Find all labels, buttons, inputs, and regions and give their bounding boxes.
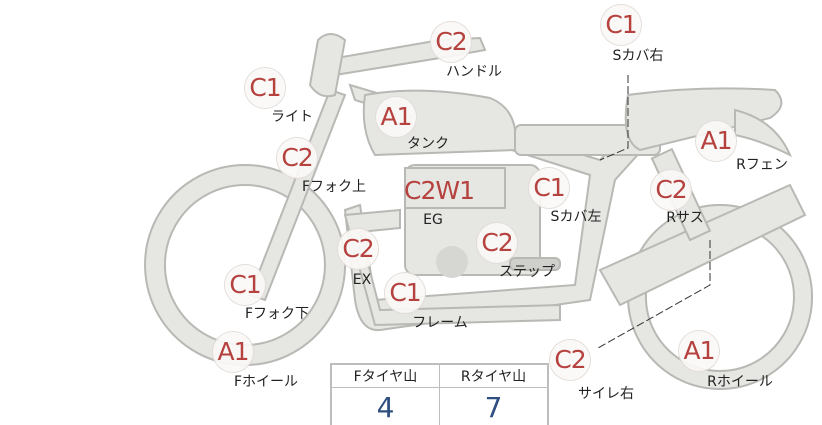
- label-frame: フレーム: [412, 315, 468, 331]
- value-r-tire: 7: [439, 387, 549, 425]
- label-f-fork-lower: Fフォク下: [244, 306, 310, 322]
- grade-badge-engine: C2W1: [404, 176, 475, 205]
- label-f-wheel: Fホイール: [233, 374, 299, 390]
- grade-badge-frame: C1: [385, 273, 425, 313]
- header-f-tire: Fタイヤ山: [330, 363, 440, 388]
- grade-badge-s-cover-left: C1: [529, 168, 569, 208]
- grade-badge-r-wheel: A1: [679, 331, 719, 371]
- label-r-suspension: Rサス: [666, 210, 704, 226]
- step-bar: [509, 257, 561, 271]
- grade-badge-s-cover-right: C1: [601, 5, 641, 45]
- label-handle: ハンドル: [446, 64, 502, 80]
- grade-badge-handle: C2: [431, 22, 471, 62]
- label-f-fork-upper: Fフォク上: [301, 179, 367, 195]
- front-fork: [248, 88, 347, 302]
- label-engine: EG: [423, 212, 443, 228]
- grade-badge-f-fork-lower: C1: [225, 265, 265, 305]
- label-s-cover-right: Sカバ右: [612, 48, 664, 64]
- grade-badge-light: C1: [245, 68, 285, 108]
- grade-badge-r-suspension: C2: [651, 170, 691, 210]
- grade-badge-f-fork-upper: C2: [277, 138, 317, 178]
- grade-badge-f-wheel: A1: [213, 332, 253, 372]
- grade-badge-r-fender: A1: [696, 121, 736, 161]
- engine-top: [404, 167, 506, 209]
- rear-fender: [734, 108, 792, 158]
- headlight: [308, 33, 347, 98]
- header-r-tire: Rタイヤ山: [439, 363, 549, 388]
- label-light: ライト: [271, 109, 313, 125]
- value-f-tire: 4: [330, 387, 440, 425]
- exhaust-pipe: [343, 208, 561, 327]
- label-step: ステップ: [499, 264, 555, 280]
- grade-badge-exhaust: C2: [338, 229, 378, 269]
- engine-cover: [436, 246, 468, 278]
- label-s-cover-left: Sカバ左: [550, 209, 602, 225]
- silencer: [598, 183, 807, 307]
- label-r-fender: Rフェン: [736, 157, 788, 173]
- label-exhaust: EX: [352, 272, 372, 288]
- label-tank: タンク: [407, 136, 449, 152]
- label-r-wheel: Rホイール: [707, 374, 773, 390]
- grade-badge-silencer-right: C2: [550, 340, 590, 380]
- tire-tread-table: Fタイヤ山 Rタイヤ山 4 7: [330, 363, 549, 425]
- label-silencer-right: サイレ右: [578, 386, 634, 402]
- grade-badge-tank: A1: [376, 97, 416, 137]
- grade-badge-step: C2: [477, 223, 517, 263]
